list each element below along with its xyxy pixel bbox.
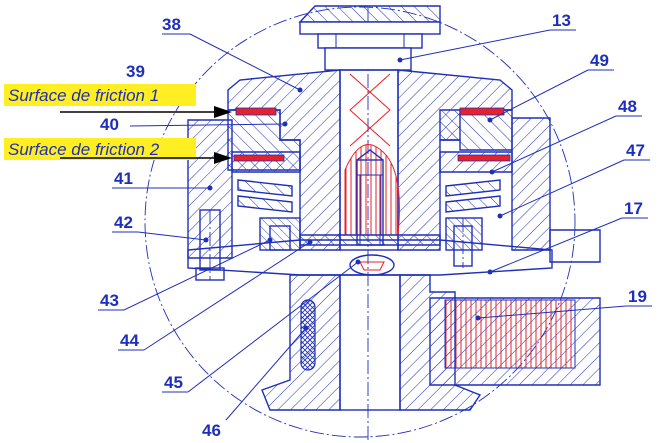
label-49: 49: [590, 51, 609, 70]
part-40-left-ring: [231, 151, 301, 173]
label-17: 17: [624, 199, 643, 218]
part-13-shaft-top: [298, 5, 441, 71]
label-38: 38: [162, 15, 181, 34]
label-43: 43: [100, 291, 119, 310]
annotation-surface-2: Surface de friction 2: [4, 138, 232, 164]
label-44: 44: [120, 331, 139, 350]
label-48: 48: [618, 97, 637, 116]
part-46-key: [300, 299, 316, 371]
label-19: 19: [628, 287, 647, 306]
annotation-surface-1: Surface de friction 1: [4, 84, 232, 118]
svg-text:Surface de friction 1: Surface de friction 1: [8, 86, 159, 105]
label-39: 39: [126, 62, 145, 81]
svg-text:Surface de friction 2: Surface de friction 2: [8, 140, 160, 159]
center-spring: [344, 73, 400, 236]
label-42: 42: [114, 213, 133, 232]
part-19-gear: [429, 297, 601, 386]
friction-pad-2-right: [457, 154, 511, 162]
part-47-screw: [445, 217, 483, 268]
label-45: 45: [164, 373, 183, 392]
label-47: 47: [626, 141, 645, 160]
callouts: 38 13 39 49 40 48 41 47: [98, 11, 652, 440]
friction-pad-2-left: [233, 154, 285, 162]
friction-pad-1-right: [459, 107, 505, 116]
part-17-plate: [187, 229, 601, 276]
label-13: 13: [552, 11, 571, 30]
part-44-screw: [259, 217, 301, 251]
label-46: 46: [202, 421, 221, 440]
friction-pad-1-left: [235, 107, 277, 116]
part-48-right-ring: [439, 151, 513, 173]
label-40: 40: [100, 115, 119, 134]
label-41: 41: [114, 169, 133, 188]
part-49-right-ring: [439, 107, 513, 151]
